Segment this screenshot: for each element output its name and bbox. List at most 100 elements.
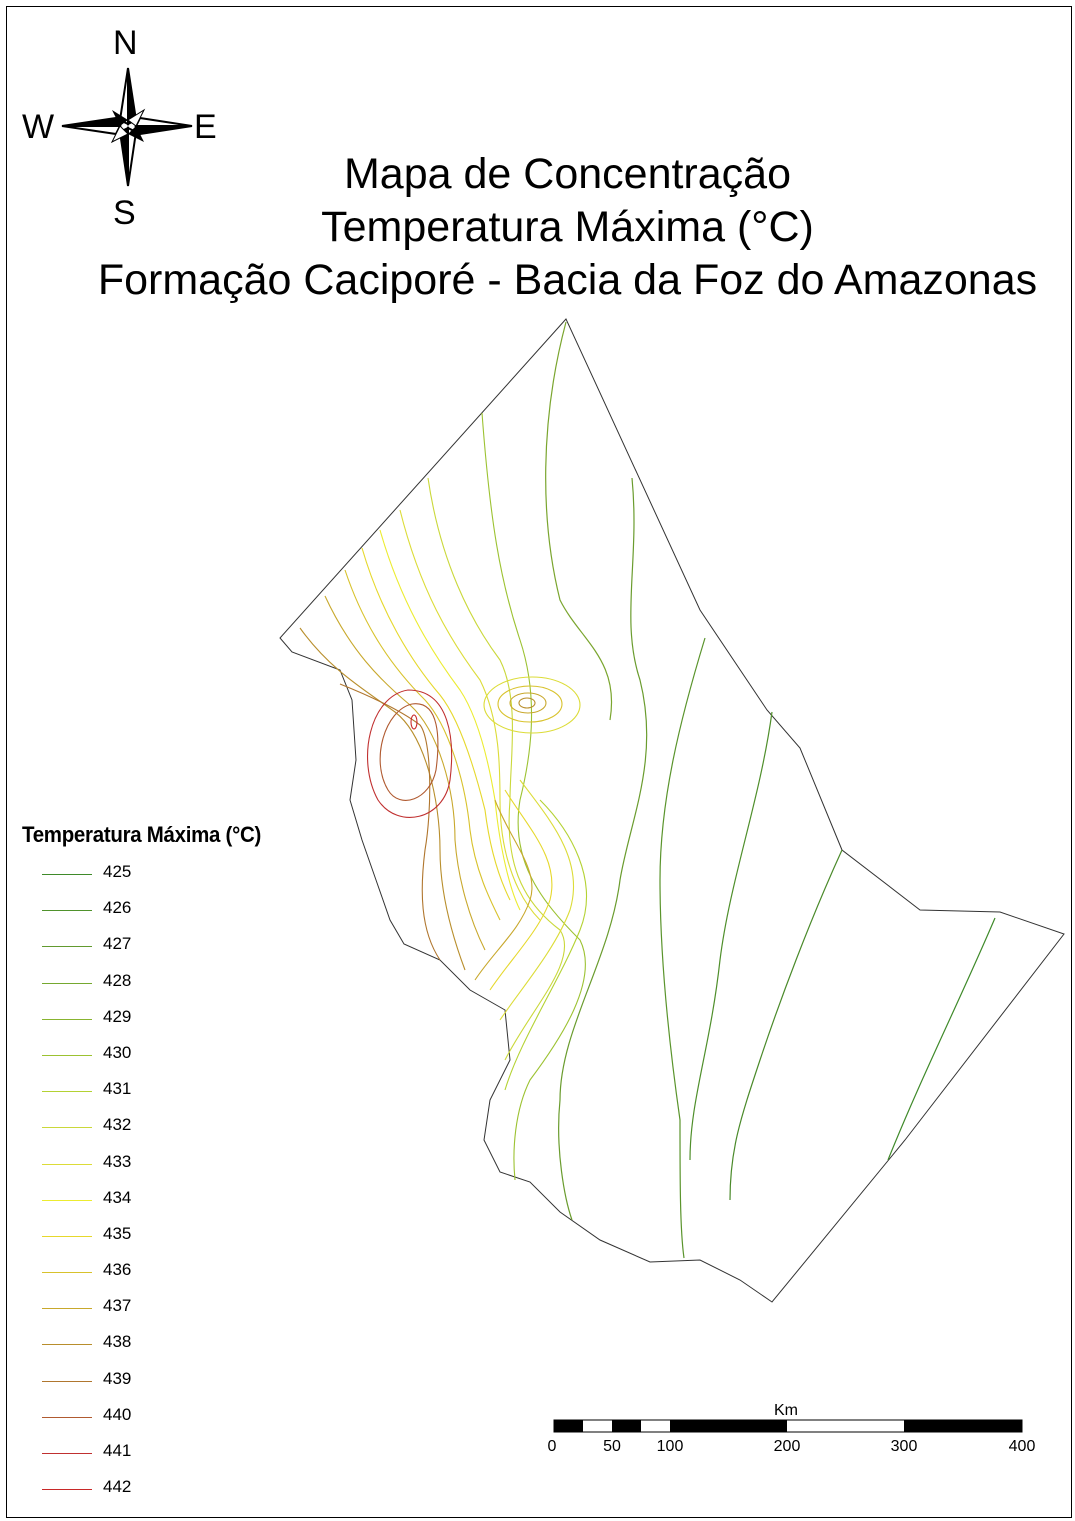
map-frame	[6, 6, 1072, 1518]
legend-swatch	[42, 874, 92, 875]
scale-tick: 400	[1008, 1438, 1036, 1455]
compass-west-label: W	[22, 108, 55, 146]
legend-item: 440	[22, 1403, 352, 1439]
contour-line	[499, 779, 575, 1021]
legend-item: 434	[22, 1186, 352, 1222]
legend-item: 439	[22, 1367, 352, 1403]
map-title-line1: Mapa de Concentração	[343, 150, 791, 198]
legend-swatch	[42, 1199, 92, 1201]
legend-value: 439	[103, 1368, 132, 1388]
legend-value: 430	[103, 1042, 132, 1062]
legend-item: 436	[22, 1258, 352, 1294]
contour-line	[324, 595, 486, 951]
legend-value: 434	[103, 1187, 132, 1207]
contour-line	[659, 637, 706, 1259]
map-title-line3: Formação Caciporé - Bacia da Foz do Amaz…	[97, 256, 1038, 304]
contour-line	[887, 917, 996, 1161]
legend-swatch	[42, 982, 92, 984]
north-arrow-compass: N S W E	[20, 24, 230, 234]
legend-swatch	[42, 1308, 92, 1310]
scale-bar: Km 0 50 100 200 300 400	[547, 1400, 1050, 1470]
legend-value: 437	[103, 1296, 132, 1316]
legend-value: 429	[103, 1006, 132, 1026]
legend-swatch	[42, 1489, 92, 1491]
contour-line	[558, 477, 648, 1221]
scale-tick: 300	[890, 1438, 918, 1455]
legend-item: 430	[22, 1041, 352, 1077]
legend-value: 426	[103, 898, 132, 918]
legend-item: 429	[22, 1005, 352, 1041]
legend-swatch	[42, 1163, 92, 1165]
legend-item: 438	[22, 1330, 352, 1366]
legend-value: 427	[103, 934, 132, 954]
contour-line	[504, 799, 588, 1091]
legend-item: 432	[22, 1113, 352, 1149]
compass-east-label: E	[194, 108, 217, 146]
contour-line	[399, 509, 541, 921]
legend-swatch	[42, 946, 92, 948]
contour-line	[518, 697, 536, 709]
legend-value: 441	[103, 1441, 132, 1460]
map-title-line2: Temperatura Máxima (°C)	[321, 203, 814, 251]
legend-swatch	[42, 1453, 92, 1454]
contour-line	[509, 692, 547, 714]
legend-value: 435	[103, 1223, 132, 1243]
scale-bar-graphic	[553, 1419, 1023, 1433]
legend-value: 442	[103, 1477, 132, 1497]
legend-value: 431	[103, 1079, 132, 1099]
legend-value: 432	[103, 1115, 132, 1135]
contour-line	[545, 321, 613, 721]
legend-value: 438	[103, 1332, 132, 1352]
legend-item: 431	[22, 1077, 352, 1113]
legend-item: 427	[22, 932, 352, 968]
legend-swatch	[42, 1127, 92, 1129]
contour-line	[361, 547, 511, 901]
contour-line	[689, 711, 773, 1161]
contour-line	[497, 685, 563, 723]
legend-item: 425	[22, 860, 352, 896]
compass-rose-icon	[61, 67, 193, 187]
legend-swatch	[42, 1091, 92, 1093]
contour-line	[483, 676, 581, 734]
contour-line	[481, 412, 586, 1181]
legend-item: 428	[22, 969, 352, 1005]
legend-item: 426	[22, 896, 352, 932]
contour-line	[367, 689, 453, 818]
contour-line	[299, 627, 466, 971]
legend-swatch	[42, 910, 92, 912]
legend-value: 440	[103, 1404, 132, 1424]
compass-north-label: N	[113, 24, 138, 62]
legend-title: Temperatura Máxima (°C)	[22, 822, 262, 847]
scale-tick: 0	[547, 1438, 557, 1455]
scale-tick: 200	[773, 1438, 801, 1455]
legend-item: 442	[22, 1475, 352, 1511]
legend-swatch	[42, 1272, 92, 1274]
legend-item: 433	[22, 1150, 352, 1186]
scale-tick: 100	[656, 1438, 684, 1455]
contour-line	[344, 569, 501, 921]
legend-swatch	[42, 1416, 92, 1418]
scale-tick: 50	[603, 1438, 621, 1455]
contour-line	[427, 477, 566, 1061]
contour-line	[339, 683, 441, 961]
compass-south-label: S	[113, 194, 136, 232]
scale-unit: Km	[774, 1402, 798, 1419]
legend-swatch	[42, 1018, 92, 1020]
legend-swatch	[42, 1380, 92, 1382]
basin-outline	[279, 318, 1065, 1303]
contour-line	[410, 714, 418, 730]
legend-swatch	[42, 1235, 92, 1237]
contour-line	[474, 799, 533, 981]
legend-swatch	[42, 1344, 92, 1346]
legend-item: 435	[22, 1222, 352, 1258]
contour-line	[729, 849, 843, 1201]
legend-item: 437	[22, 1294, 352, 1330]
legend-value: 425	[103, 862, 132, 881]
legend-value: 428	[103, 970, 132, 990]
contour-line	[379, 529, 521, 911]
legend-value: 433	[103, 1151, 132, 1171]
contour-line	[489, 789, 553, 991]
